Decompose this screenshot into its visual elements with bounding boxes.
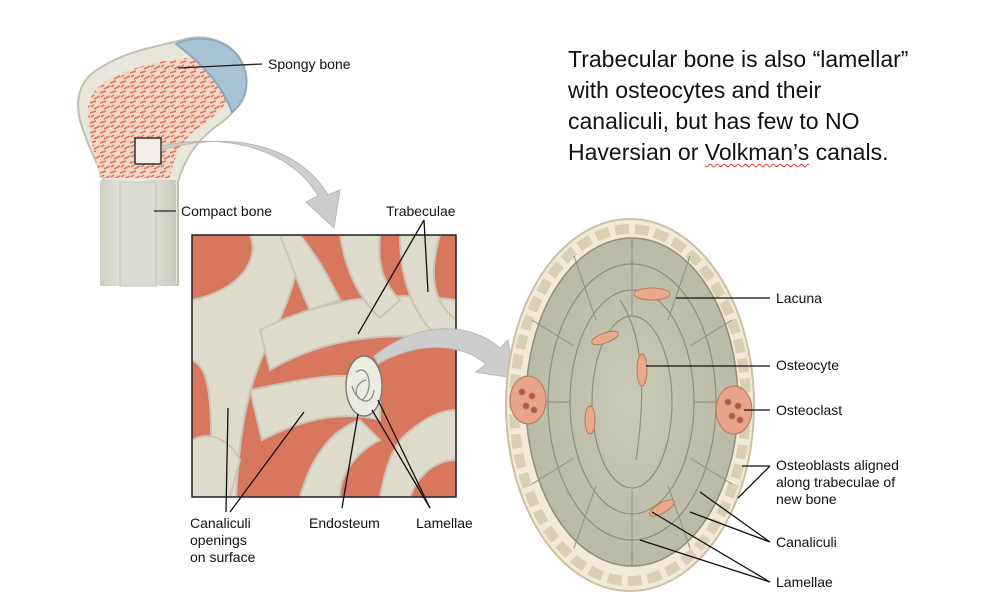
label-osteocyte: Osteocyte — [776, 357, 840, 373]
zoom-arrow-1 — [161, 140, 341, 230]
trabeculae-inset — [191, 234, 457, 498]
label-trabeculae: Trabeculae — [386, 203, 456, 219]
description-line-3: canaliculi, but has few to NO — [568, 108, 860, 134]
description-line-1: Trabecular bone is also “lamellar” — [568, 46, 909, 72]
femur-illustration — [77, 36, 263, 287]
label-osteoclast: Osteoclast — [776, 402, 843, 418]
description-text: Trabecular bone is also “lamellar” with … — [568, 44, 988, 168]
label-compact-bone: Compact bone — [181, 203, 273, 219]
osteoclast-right — [715, 385, 753, 435]
osteoclast-left — [509, 375, 547, 425]
description-line-2: with osteocytes and their — [568, 77, 822, 103]
label-canaliculi: Canaliculi — [776, 534, 837, 550]
label-canaliculi-openings: Canaliculi openings on surface — [190, 515, 256, 565]
label-endosteum: Endosteum — [309, 515, 380, 531]
spellcheck-marked-word: Volkman’s — [704, 139, 810, 165]
description-line-4: Haversian or Volkman’s canals. — [568, 137, 988, 168]
description-line-4-end: canals. — [809, 139, 889, 165]
description-line-4-start: Haversian or — [568, 139, 705, 165]
label-lacuna: Lacuna — [776, 290, 822, 306]
label-spongy-bone: Spongy bone — [268, 56, 351, 72]
trabecula-cross-section — [505, 218, 755, 592]
label-osteoblasts: Osteoblasts aligned along trabeculae of … — [776, 457, 899, 507]
label-lamellae-right: Lamellae — [776, 574, 833, 590]
label-lamellae-left: Lamellae — [416, 515, 473, 531]
